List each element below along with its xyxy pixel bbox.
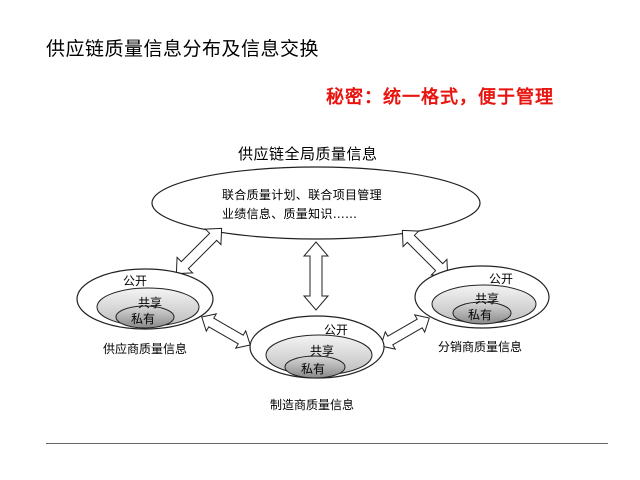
distributor-shared-label: 共享 [475, 292, 500, 306]
double-arrow-supplier-manufacturer [201, 313, 251, 349]
global-info-ellipse [151, 166, 481, 240]
global-info-text: 联合质量计划、联合项目管理 业绩信息、质量知识…… [222, 186, 382, 224]
double-arrow-supplier-global [175, 227, 223, 275]
manufacturer-private-ellipse [284, 355, 346, 379]
double-arrow-distributor-manufacturer [380, 314, 430, 350]
supplier-public-label: 公开 [123, 274, 148, 288]
distributor-node [414, 265, 550, 329]
manufacturer-node [249, 315, 385, 379]
global-info-line-1: 联合质量计划、联合项目管理 [222, 188, 382, 202]
supplier-private-label: 私有 [131, 312, 156, 326]
manufacturer-shared-label: 共享 [310, 344, 335, 358]
manufacturer-private-label: 私有 [301, 362, 326, 376]
footer-divider [46, 443, 608, 444]
diagram-title: 供应链全局质量信息 [238, 145, 378, 163]
supplier-shared-label: 共享 [138, 296, 163, 310]
manufacturer-caption: 制造商质量信息 [270, 398, 355, 412]
supplier-node [76, 268, 214, 330]
global-info-line-2: 业绩信息、质量知识…… [222, 207, 358, 221]
double-arrow-manufacturer-global [302, 241, 330, 311]
distributor-private-ellipse [452, 301, 512, 325]
manufacturer-public-label: 公开 [324, 323, 349, 337]
distributor-caption: 分销商质量信息 [438, 340, 523, 354]
supplier-caption: 供应商质量信息 [103, 342, 188, 356]
distributor-private-label: 私有 [468, 308, 493, 322]
slide-subtitle: 秘密：统一格式，便于管理 [326, 87, 554, 108]
supplier-private-ellipse [115, 305, 175, 329]
slide-title: 供应链质量信息分布及信息交换 [46, 38, 320, 60]
distributor-public-label: 公开 [489, 272, 514, 286]
